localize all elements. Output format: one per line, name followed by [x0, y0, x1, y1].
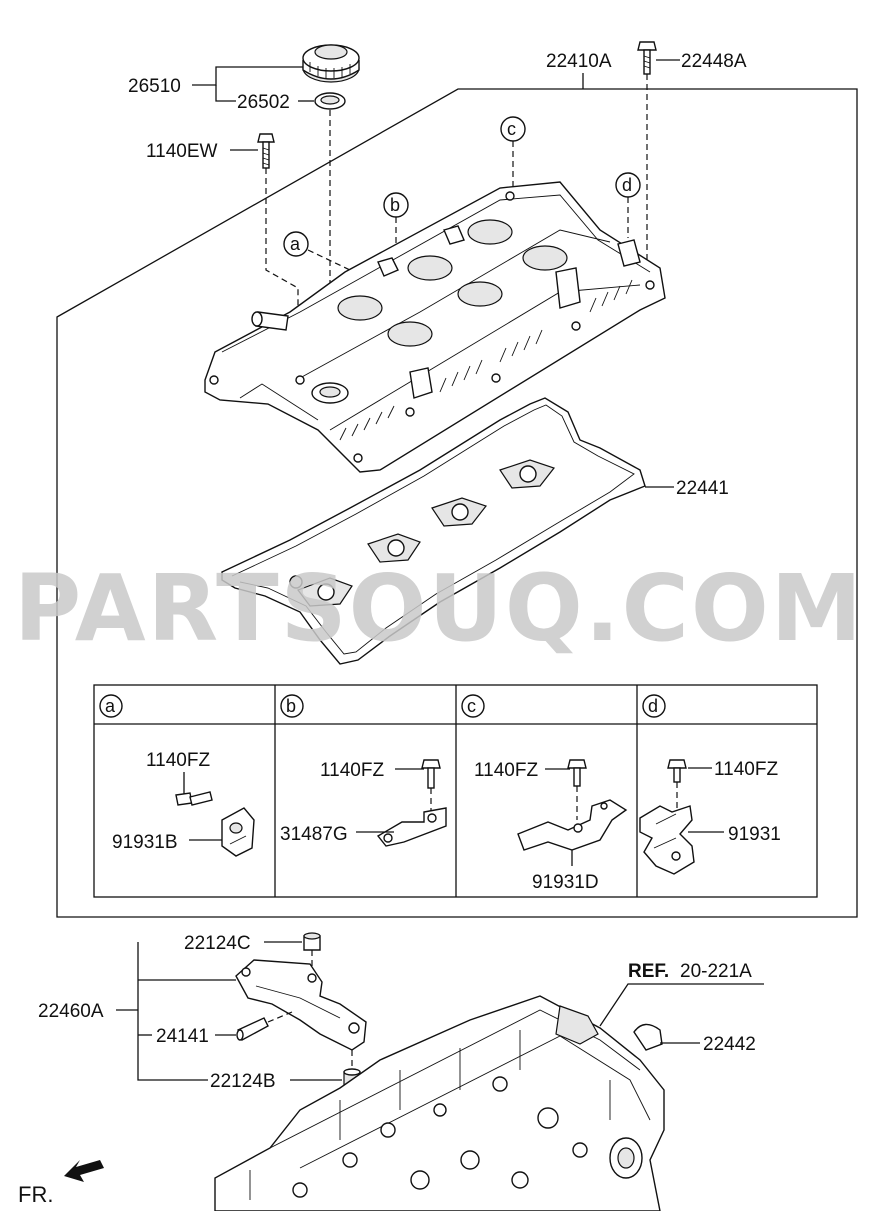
watermark: PARTSOUQ.COM — [14, 555, 864, 662]
label-ref-number: 20-221A — [680, 961, 752, 982]
label-22448A: 22448A — [681, 51, 747, 72]
bolt-22448A[interactable] — [637, 41, 657, 75]
table-header-a: a — [99, 694, 123, 718]
label-22442: 22442 — [703, 1034, 756, 1055]
svg-text:b: b — [390, 195, 400, 215]
svg-text:c: c — [467, 696, 476, 716]
svg-text:d: d — [622, 175, 632, 195]
bracket-31487G[interactable] — [376, 807, 447, 847]
bolt-1140FZ-b[interactable] — [421, 759, 441, 789]
bracket-91931D[interactable] — [517, 799, 628, 851]
label-cell-c-bolt: 1140FZ — [474, 760, 538, 781]
bolt-1140FZ-d[interactable] — [667, 759, 687, 783]
label-front: FR. — [18, 1182, 53, 1207]
svg-text:c: c — [507, 119, 516, 139]
front-arrow-icon — [64, 1160, 104, 1182]
label-22124B: 22124B — [210, 1071, 276, 1092]
cylinder-head[interactable] — [214, 995, 665, 1211]
label-22124C: 22124C — [184, 933, 251, 954]
label-26510: 26510 — [128, 76, 181, 97]
label-1140EW: 1140EW — [146, 141, 218, 162]
svg-text:d: d — [648, 696, 658, 716]
svg-text:a: a — [105, 696, 116, 716]
bolt-1140FZ-a[interactable] — [175, 791, 213, 806]
label-22460A: 22460A — [38, 1001, 104, 1022]
callout-c: c — [500, 116, 526, 142]
callout-d: d — [615, 172, 641, 198]
oil-filler-cap[interactable] — [302, 44, 360, 83]
label-cell-b-bolt: 1140FZ — [320, 760, 384, 781]
label-cell-a-bolt: 1140FZ — [146, 750, 210, 771]
bolt-1140EW[interactable] — [257, 133, 275, 169]
label-24141: 24141 — [156, 1026, 209, 1047]
label-cell-d-bolt: 1140FZ — [714, 759, 778, 780]
table-header-c: c — [461, 694, 485, 718]
cam-carrier-22460A[interactable] — [235, 959, 367, 1051]
svg-text:a: a — [290, 234, 301, 254]
label-22410A: 22410A — [546, 51, 612, 72]
bracket-91931B[interactable] — [221, 807, 255, 857]
svg-text:b: b — [286, 696, 296, 716]
bracket-91931[interactable] — [639, 805, 695, 875]
label-ref-bold: REF. — [628, 961, 669, 982]
half-moon-seal-22442[interactable] — [633, 1023, 663, 1051]
pin-24141[interactable] — [236, 1017, 269, 1041]
label-22441: 22441 — [676, 478, 729, 499]
callout-b: b — [383, 192, 409, 218]
callout-a: a — [283, 231, 309, 257]
label-cell-c-part: 91931D — [532, 872, 599, 893]
rocker-cover[interactable] — [204, 181, 666, 473]
filler-cap-gasket[interactable] — [314, 92, 346, 110]
table-header-b: b — [280, 694, 304, 718]
table-header-d: d — [642, 694, 666, 718]
detail-table — [93, 684, 818, 898]
bolt-1140FZ-c[interactable] — [567, 759, 587, 787]
label-cell-b-part: 31487G — [280, 824, 348, 845]
bushing-22124C[interactable] — [303, 932, 321, 951]
rocker-cover-gasket[interactable] — [221, 397, 646, 665]
label-cell-d-part: 91931 — [728, 824, 781, 845]
label-26502: 26502 — [237, 92, 290, 113]
assembly-frame — [56, 88, 858, 918]
label-cell-a-part: 91931B — [112, 832, 178, 853]
